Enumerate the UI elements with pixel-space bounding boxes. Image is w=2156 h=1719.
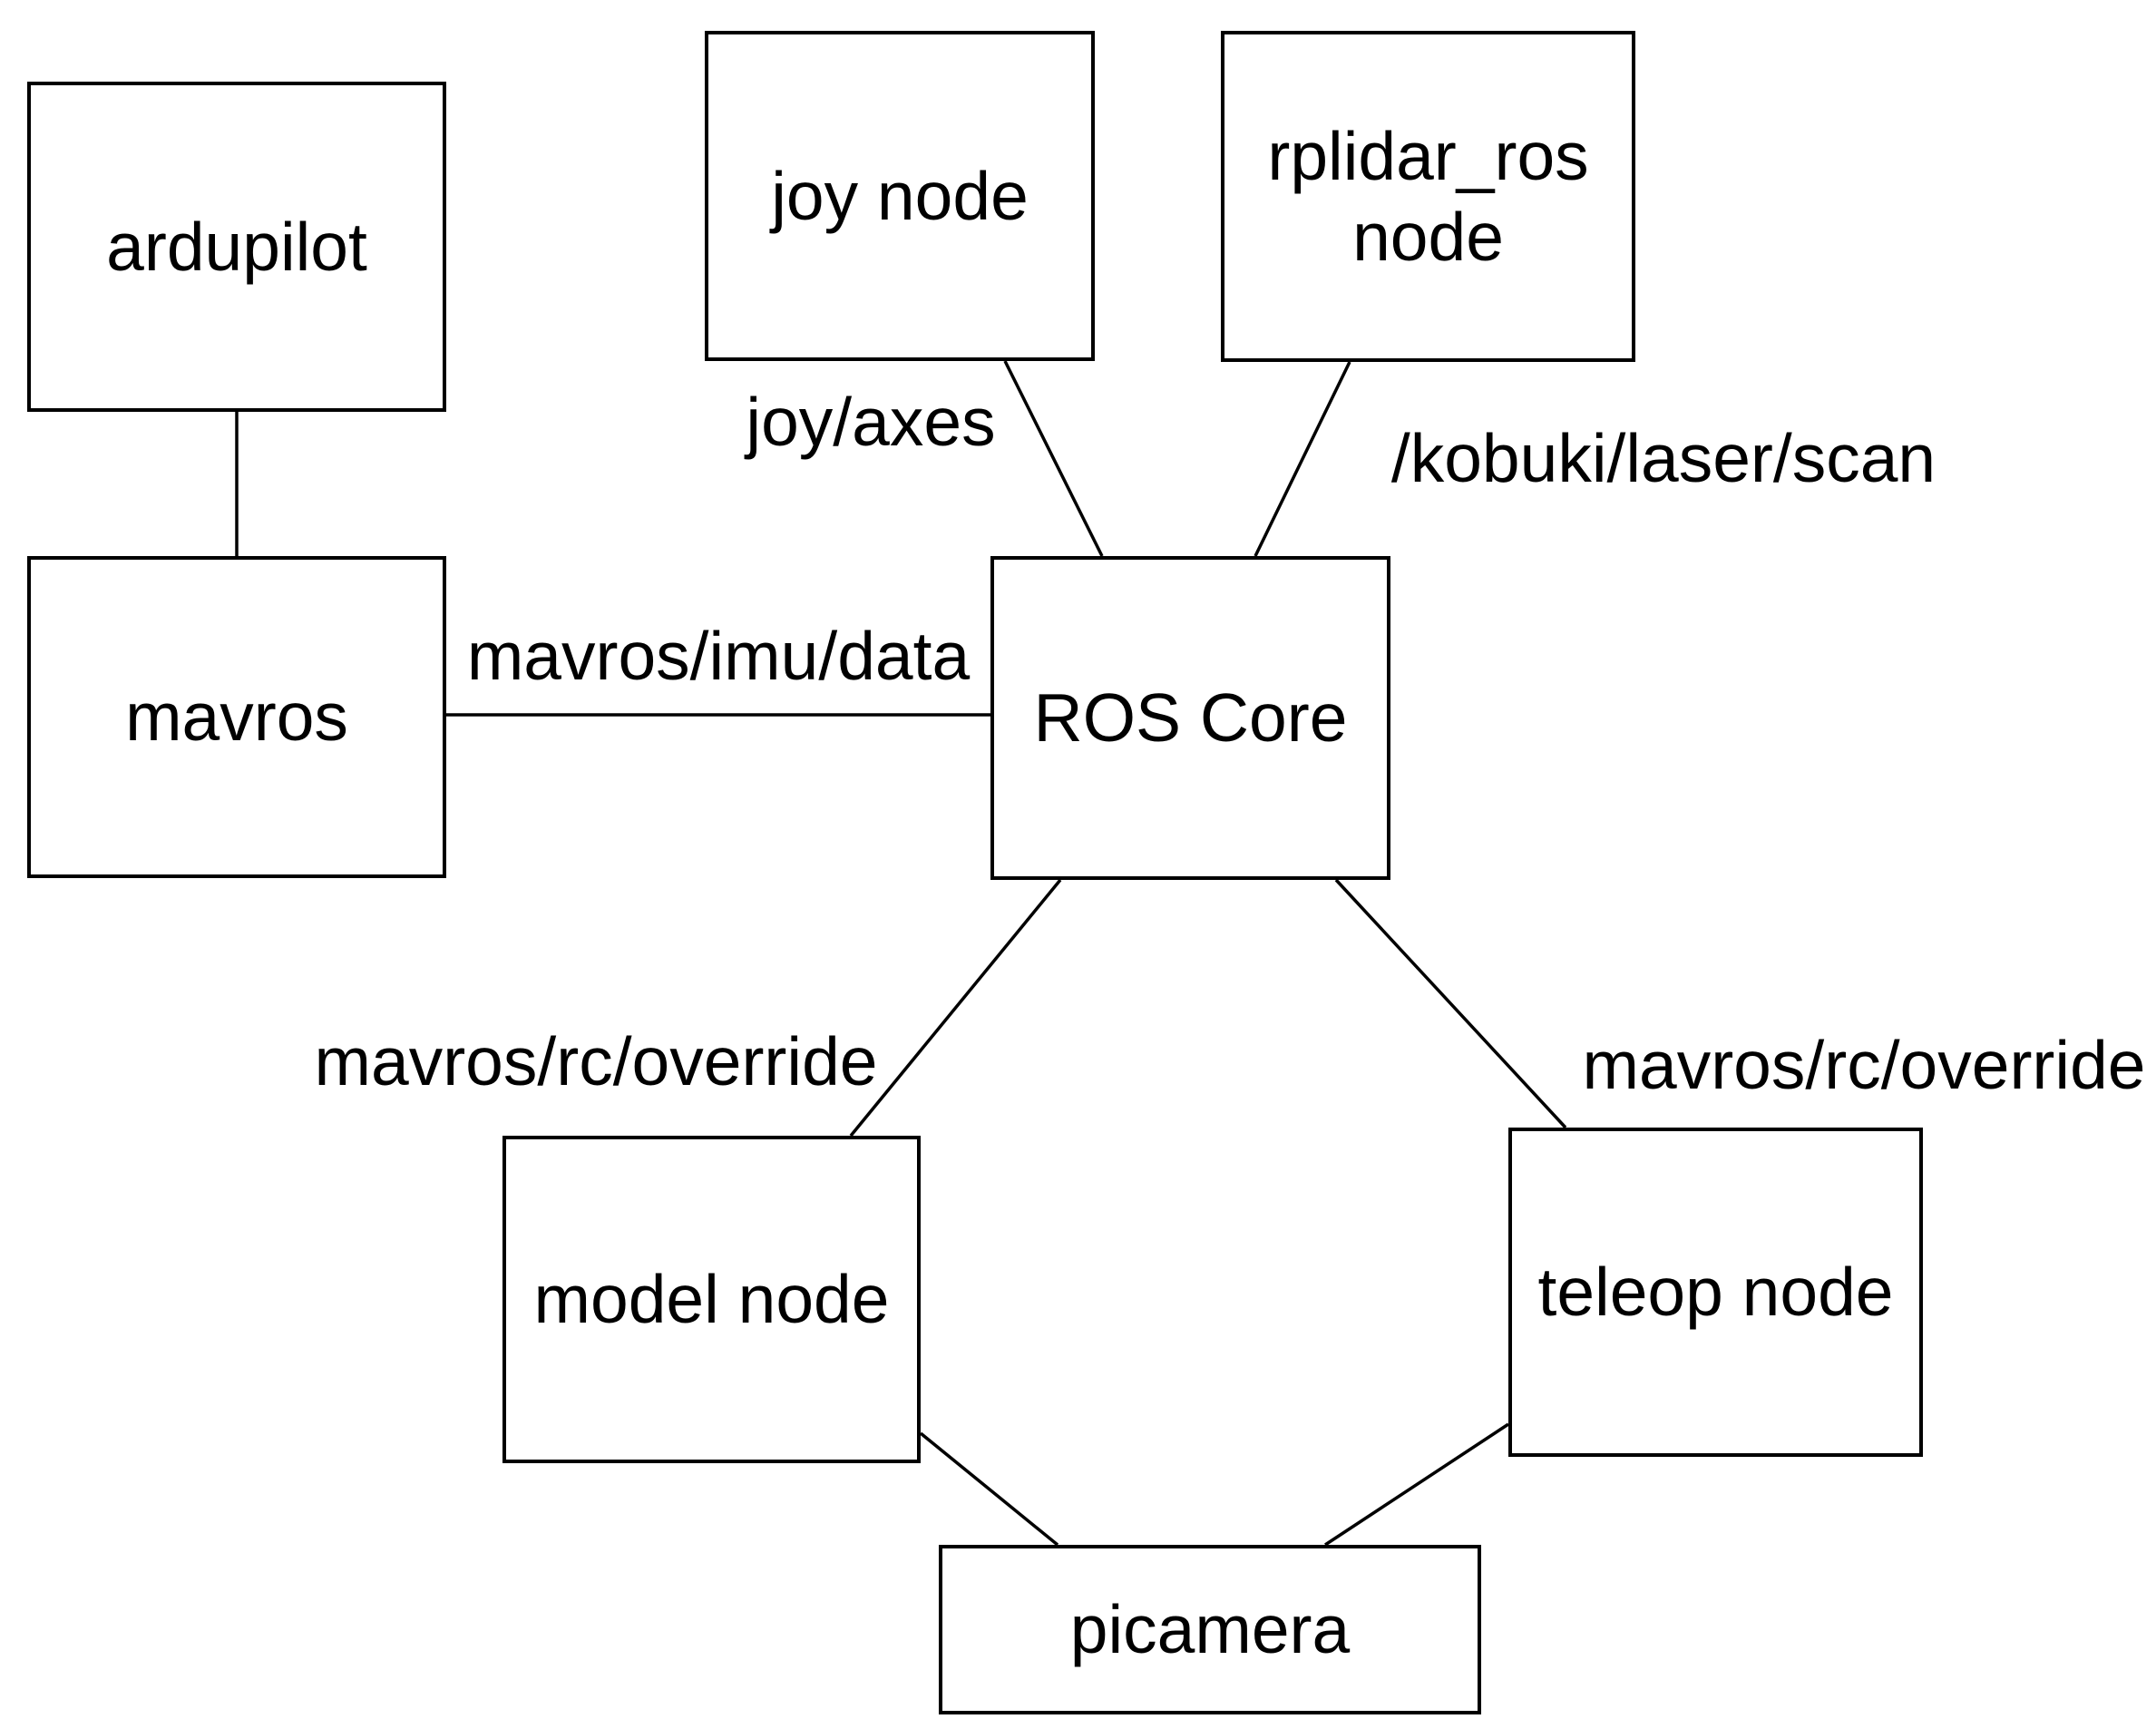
edge-teleop_node-to-picamera	[1324, 1422, 1509, 1547]
edge-label-mavros-rc-override: mavros/rc/override	[1582, 1027, 2146, 1103]
node-ardupilot: ardupilot	[27, 82, 446, 412]
node-ros-core: ROS Core	[990, 556, 1390, 880]
edge-label-kobuki-laser-scan: /kobuki/laser/scan	[1390, 420, 1936, 496]
node-rplidar-ros-node-label: rplidar_ros node	[1267, 118, 1589, 275]
node-joy-node-label: joy node	[771, 157, 1029, 234]
node-ardupilot-label: ardupilot	[106, 208, 367, 285]
node-ros-core-label: ROS Core	[1033, 679, 1348, 757]
node-picamera-label: picamera	[1069, 1591, 1351, 1668]
edge-label-mavros-rc-override: mavros/rc/override	[314, 1023, 878, 1099]
edge-rplidar_node-to-ros_core	[1254, 361, 1351, 557]
node-rplidar-ros-node: rplidar_ros node	[1221, 31, 1635, 362]
edge-model_node-to-picamera	[919, 1431, 1059, 1547]
edge-joy_node-to-ros_core	[1003, 360, 1104, 557]
node-mavros: mavros	[27, 556, 446, 878]
edge-ros_core-to-model_node	[849, 878, 1062, 1138]
node-model-node-label: model node	[533, 1261, 890, 1338]
node-joy-node: joy node	[705, 31, 1095, 361]
edge-label-mavros-imu-data: mavros/imu/data	[466, 618, 971, 694]
node-teleop-node-label: teleop node	[1537, 1254, 1894, 1331]
node-model-node: model node	[502, 1136, 921, 1463]
edge-label-joy-axes: joy/axes	[746, 384, 996, 460]
node-picamera: picamera	[939, 1545, 1481, 1714]
node-mavros-label: mavros	[125, 679, 348, 756]
node-teleop-node: teleop node	[1508, 1128, 1923, 1457]
edge-ros_core-to-teleop_node	[1334, 878, 1567, 1129]
